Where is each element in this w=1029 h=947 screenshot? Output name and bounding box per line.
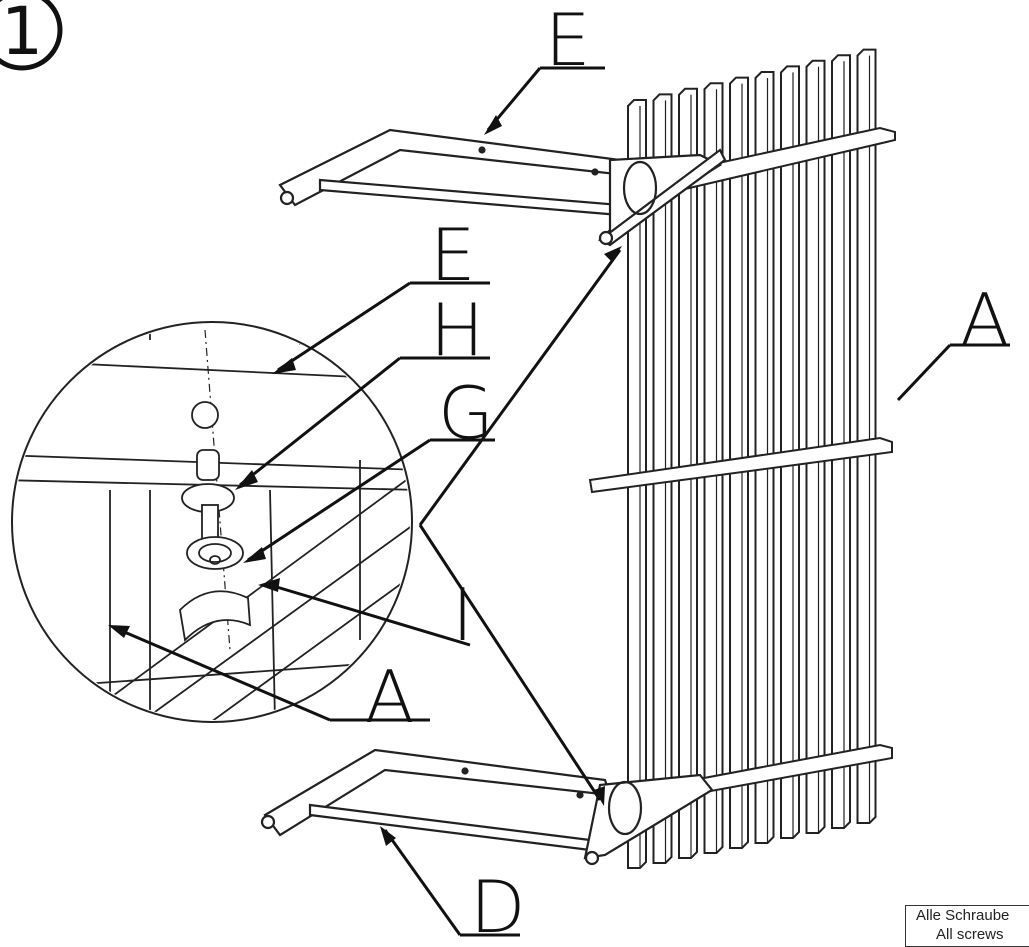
step-number-text: 1 bbox=[1, 0, 43, 70]
label-top-frame: E bbox=[545, 0, 591, 82]
top-frame bbox=[278, 128, 727, 247]
screw-note-line1: Alle Schraube bbox=[916, 907, 1010, 924]
callout-lines bbox=[114, 66, 1010, 937]
detail-magnifier bbox=[11, 321, 413, 723]
panel-slat bbox=[831, 54, 851, 829]
label-detail-frame: E bbox=[430, 213, 476, 297]
bottom-frame bbox=[260, 748, 714, 866]
slatted-panel bbox=[588, 48, 896, 869]
arrowheads bbox=[108, 115, 622, 846]
label-washer: H bbox=[430, 288, 484, 372]
label-bolt-head: G bbox=[438, 371, 494, 455]
panel-slat bbox=[856, 48, 877, 824]
label-detail-panel: A bbox=[365, 655, 414, 739]
label-bottom-frame: D bbox=[470, 865, 525, 940]
screw-note-line2: All screws bbox=[936, 926, 1004, 943]
label-nut: I bbox=[452, 573, 473, 657]
step-number: 1 bbox=[0, 0, 63, 71]
label-panel: A bbox=[960, 278, 1009, 362]
screw-note: Alle Schraube All screws bbox=[905, 905, 1029, 947]
